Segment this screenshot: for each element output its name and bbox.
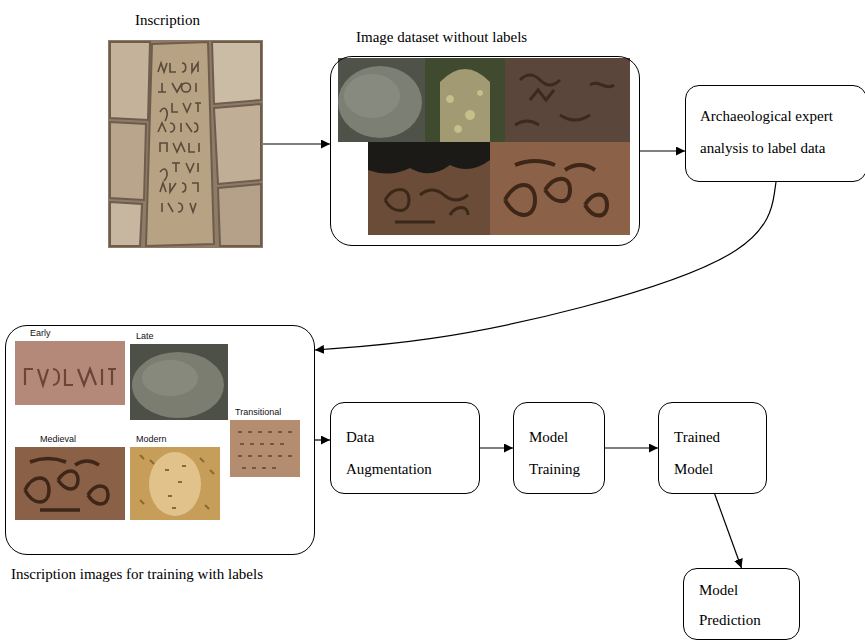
dataset-photo	[338, 66, 422, 138]
flow-arrow	[315, 439, 330, 440]
dataset-photo	[440, 69, 490, 142]
flow-arrow	[640, 150, 685, 151]
box-label: Data Augmentation	[346, 421, 446, 485]
process-box: Archaeological expert analysis to label …	[685, 85, 865, 182]
dataset-photo	[425, 58, 505, 142]
image-class-label: Modern	[134, 434, 169, 445]
flow-arrow	[605, 447, 658, 448]
labeled-photo	[15, 447, 125, 520]
box-label: Model Training	[529, 421, 593, 485]
labeled-photo	[25, 459, 108, 511]
inscription-photo	[110, 202, 142, 246]
flow-arrow	[480, 447, 513, 448]
box-heading: Image dataset without labels	[356, 27, 527, 47]
process-box: Model Prediction	[683, 568, 800, 640]
dataset-photo	[446, 90, 483, 133]
flow-arrow	[263, 143, 330, 144]
image-class-label: Late	[134, 331, 156, 342]
labeled-photo	[230, 420, 300, 477]
box-heading: Inscription	[135, 10, 200, 30]
inscription-photo	[158, 63, 201, 212]
box-label: Trained Model	[674, 421, 746, 485]
dataset-photo	[338, 58, 630, 235]
labeled-photo	[15, 341, 300, 520]
inscription-photo	[146, 42, 214, 246]
dataset-photo	[505, 58, 630, 142]
dataset-photo	[515, 75, 614, 125]
labeled-photo	[130, 344, 228, 420]
image-class-label: Early	[28, 328, 53, 339]
inscription-photo	[212, 42, 261, 104]
labeled-photo	[130, 447, 220, 520]
inscription-photo	[214, 104, 261, 184]
dataset-photo	[368, 142, 490, 235]
inscription-photo-node: Inscription	[108, 40, 263, 248]
dataset-photo	[490, 142, 630, 235]
inscription-photo	[110, 122, 146, 200]
image-class-label: Medieval	[38, 434, 78, 445]
labeled-photo	[142, 360, 198, 396]
image-class-label: Transitional	[233, 407, 283, 418]
process-box: Trained Model	[658, 402, 767, 494]
labeled-photo	[132, 352, 224, 418]
labeled-photo	[15, 341, 125, 405]
process-box: Model Training	[513, 402, 605, 494]
dataset-photo	[344, 74, 400, 118]
flow-arrow	[715, 494, 742, 568]
labeled-photo	[149, 452, 201, 516]
inscription-photo	[108, 40, 263, 248]
dataset-box: Image dataset without labels	[330, 56, 640, 246]
process-box: Data Augmentation	[330, 402, 480, 494]
labeled-photo	[140, 455, 214, 509]
dataset-photo	[385, 190, 468, 223]
labeled-photo	[238, 432, 292, 468]
inscription-photo	[110, 42, 150, 120]
box-label: Archaeological expert analysis to label …	[700, 100, 855, 164]
inscription-photo	[218, 184, 261, 246]
dataset-photo	[338, 58, 425, 142]
dataset-photo	[368, 142, 490, 174]
dataset-photo	[505, 161, 607, 216]
box-label: Model Prediction	[699, 575, 779, 635]
labeled-photo	[25, 369, 116, 385]
box-heading: Inscription images for training with lab…	[11, 564, 263, 584]
inscription-photo	[108, 40, 263, 248]
flow-arrow	[315, 182, 776, 350]
